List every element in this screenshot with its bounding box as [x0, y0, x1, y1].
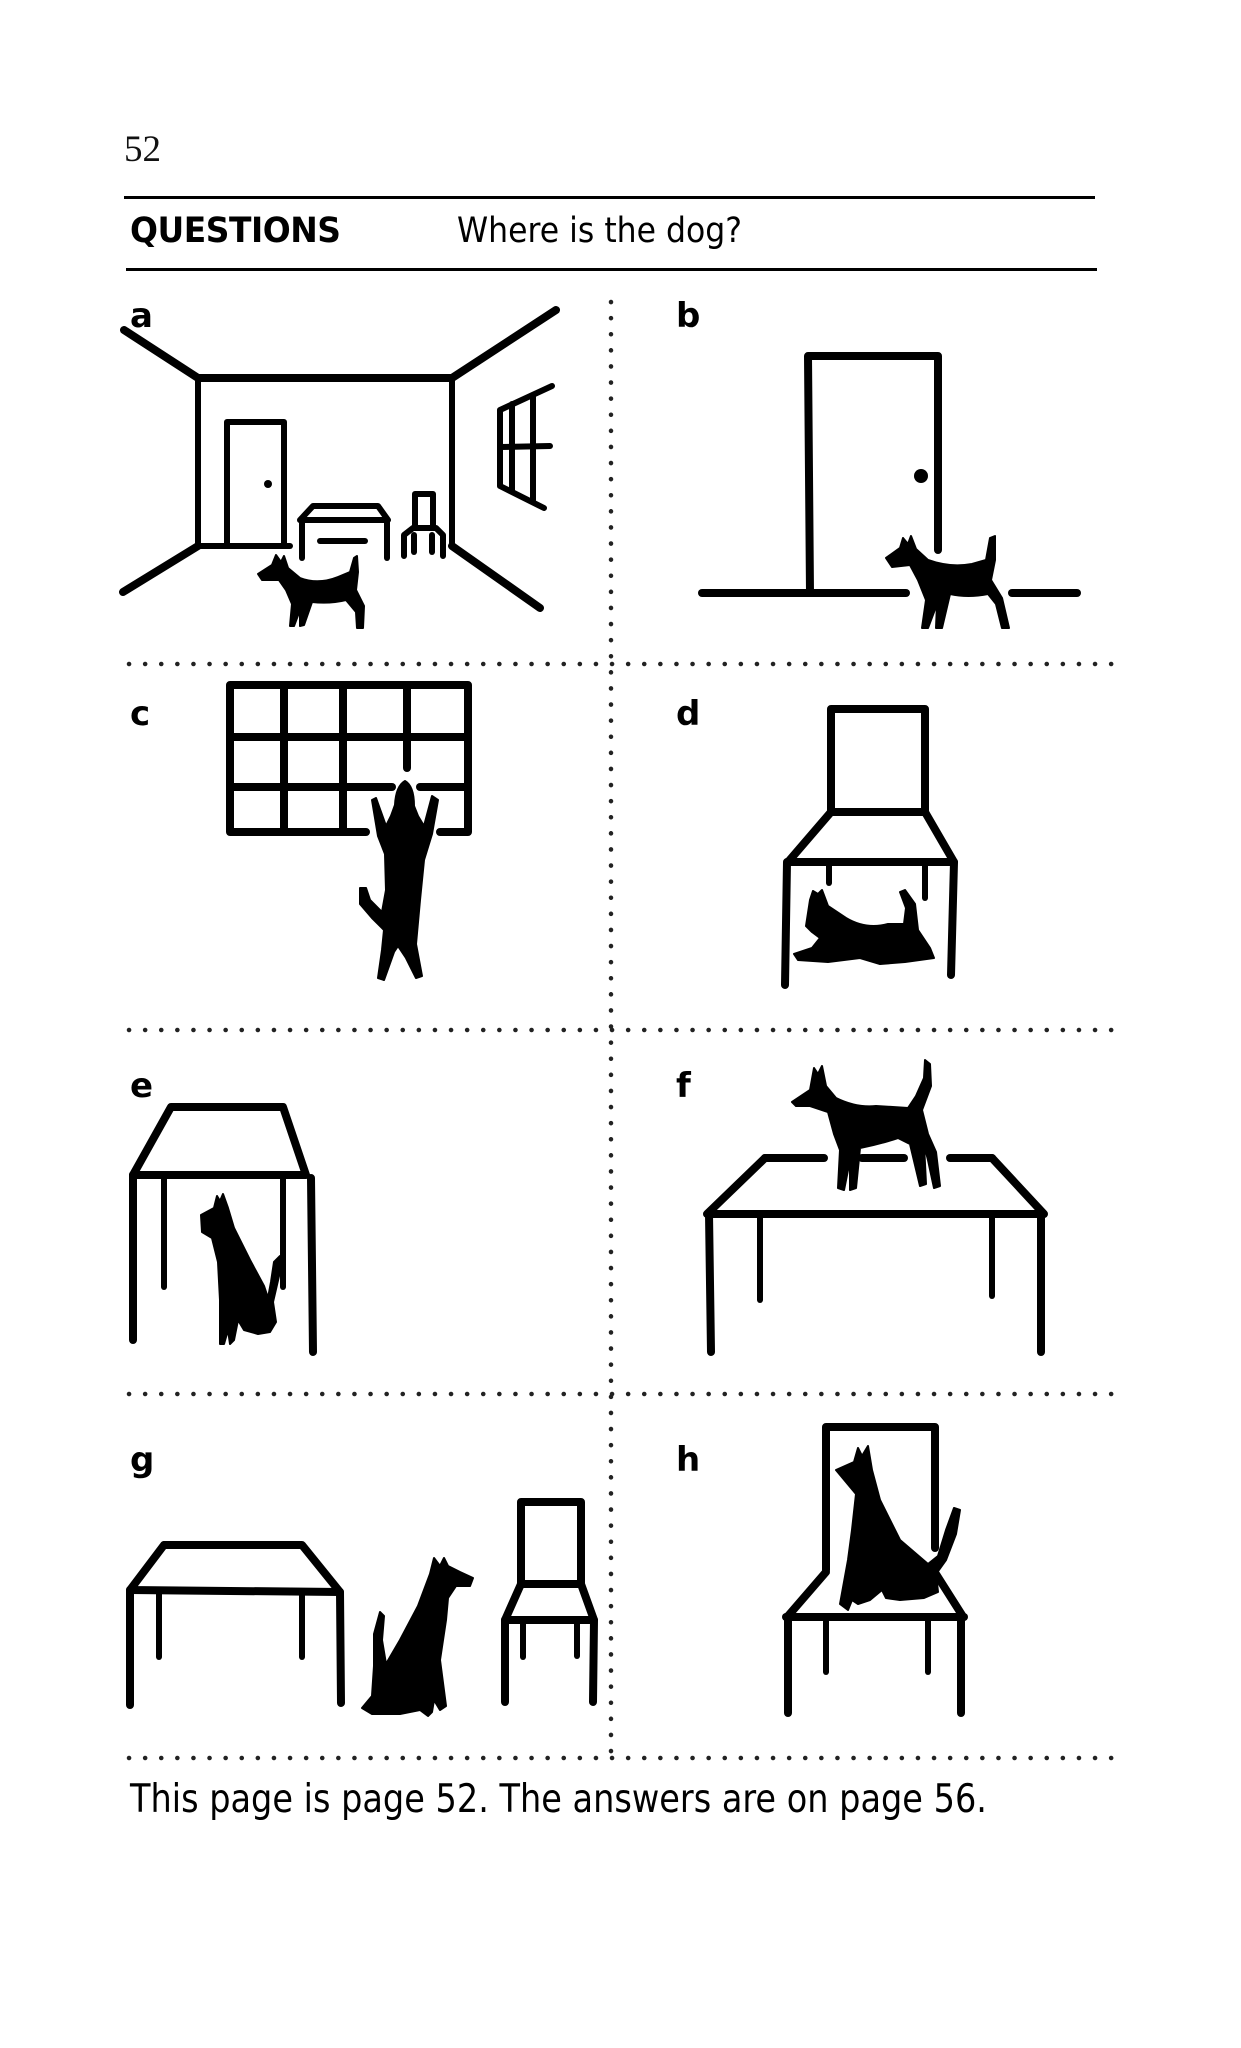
dog-in-room-icon — [119, 306, 560, 629]
panel-dividers — [126, 299, 1119, 1761]
section-label: QUESTIONS — [130, 211, 341, 251]
page-number: 52 — [124, 129, 161, 170]
panel-letter-f: f — [676, 1066, 691, 1106]
panel-letter-a: a — [130, 296, 153, 336]
dog-on-chair-icon — [782, 1423, 968, 1717]
panel-letter-e: e — [130, 1066, 154, 1106]
panel-letter-d: d — [676, 694, 701, 734]
question-title: Where is the dog? — [457, 211, 743, 251]
panel-letter-b: b — [676, 296, 701, 336]
dog-by-door-icon — [698, 352, 1081, 629]
header-bottom-rule — [126, 268, 1097, 271]
panel-letter-h: h — [676, 1440, 701, 1480]
dog-under-table-icon — [129, 1103, 317, 1356]
header-top-rule — [124, 196, 1095, 199]
panel-letter-c: c — [130, 694, 151, 734]
panel-letter-g: g — [130, 1440, 155, 1480]
page-footer-note: This page is page 52. The answers are on… — [130, 1777, 987, 1822]
dog-at-window-icon — [226, 681, 472, 981]
dog-under-chair-icon — [781, 705, 958, 989]
dog-between-table-chair-icon — [126, 1498, 598, 1717]
dog-on-table-icon — [703, 1059, 1048, 1356]
